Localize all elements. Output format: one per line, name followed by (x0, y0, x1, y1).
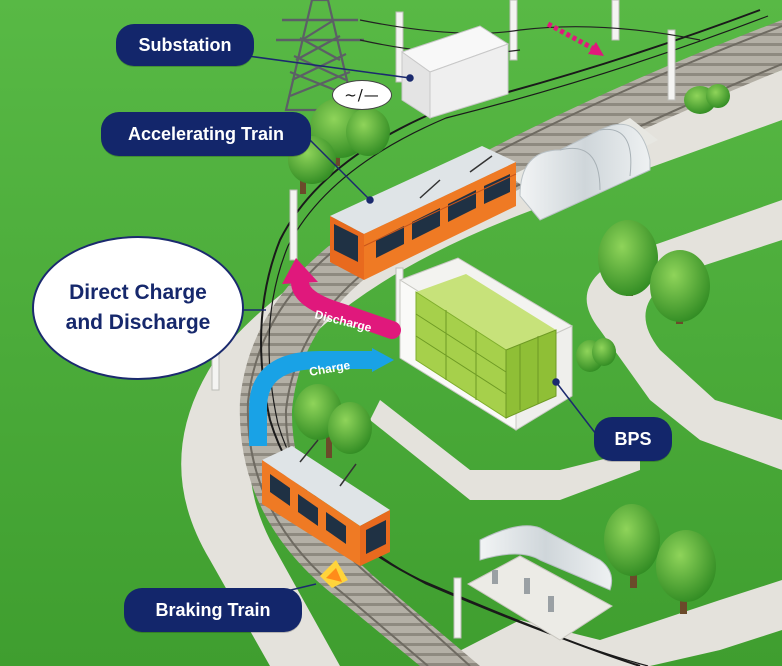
track-bed (239, 20, 782, 666)
direct-charge-line2: and Discharge (65, 311, 211, 334)
lower-road (430, 580, 782, 666)
trees (288, 84, 730, 614)
discharge-arrow (282, 258, 401, 339)
lower-station-shed (466, 525, 613, 641)
left-road (370, 400, 640, 500)
accelerating-train (330, 146, 517, 280)
substation-label: Substation (116, 24, 254, 66)
direct-charge-line1: Direct Charge (69, 281, 207, 304)
braking-train-label: Braking Train (124, 588, 302, 632)
current-flow-arrow (546, 21, 604, 56)
battery-storage-icon (398, 257, 574, 431)
accelerating-train-label: Accelerating Train (101, 112, 311, 156)
substation-building (400, 25, 510, 119)
direct-charge-bubble: Direct Charge and Discharge (32, 236, 244, 380)
bps-label: BPS (594, 417, 672, 461)
braking-train (262, 439, 390, 588)
ac-dc-converter-symbol: ~/— (332, 80, 392, 110)
leader-lines (240, 55, 597, 595)
upper-station-shed (510, 118, 658, 221)
charge-arrow (249, 348, 394, 446)
